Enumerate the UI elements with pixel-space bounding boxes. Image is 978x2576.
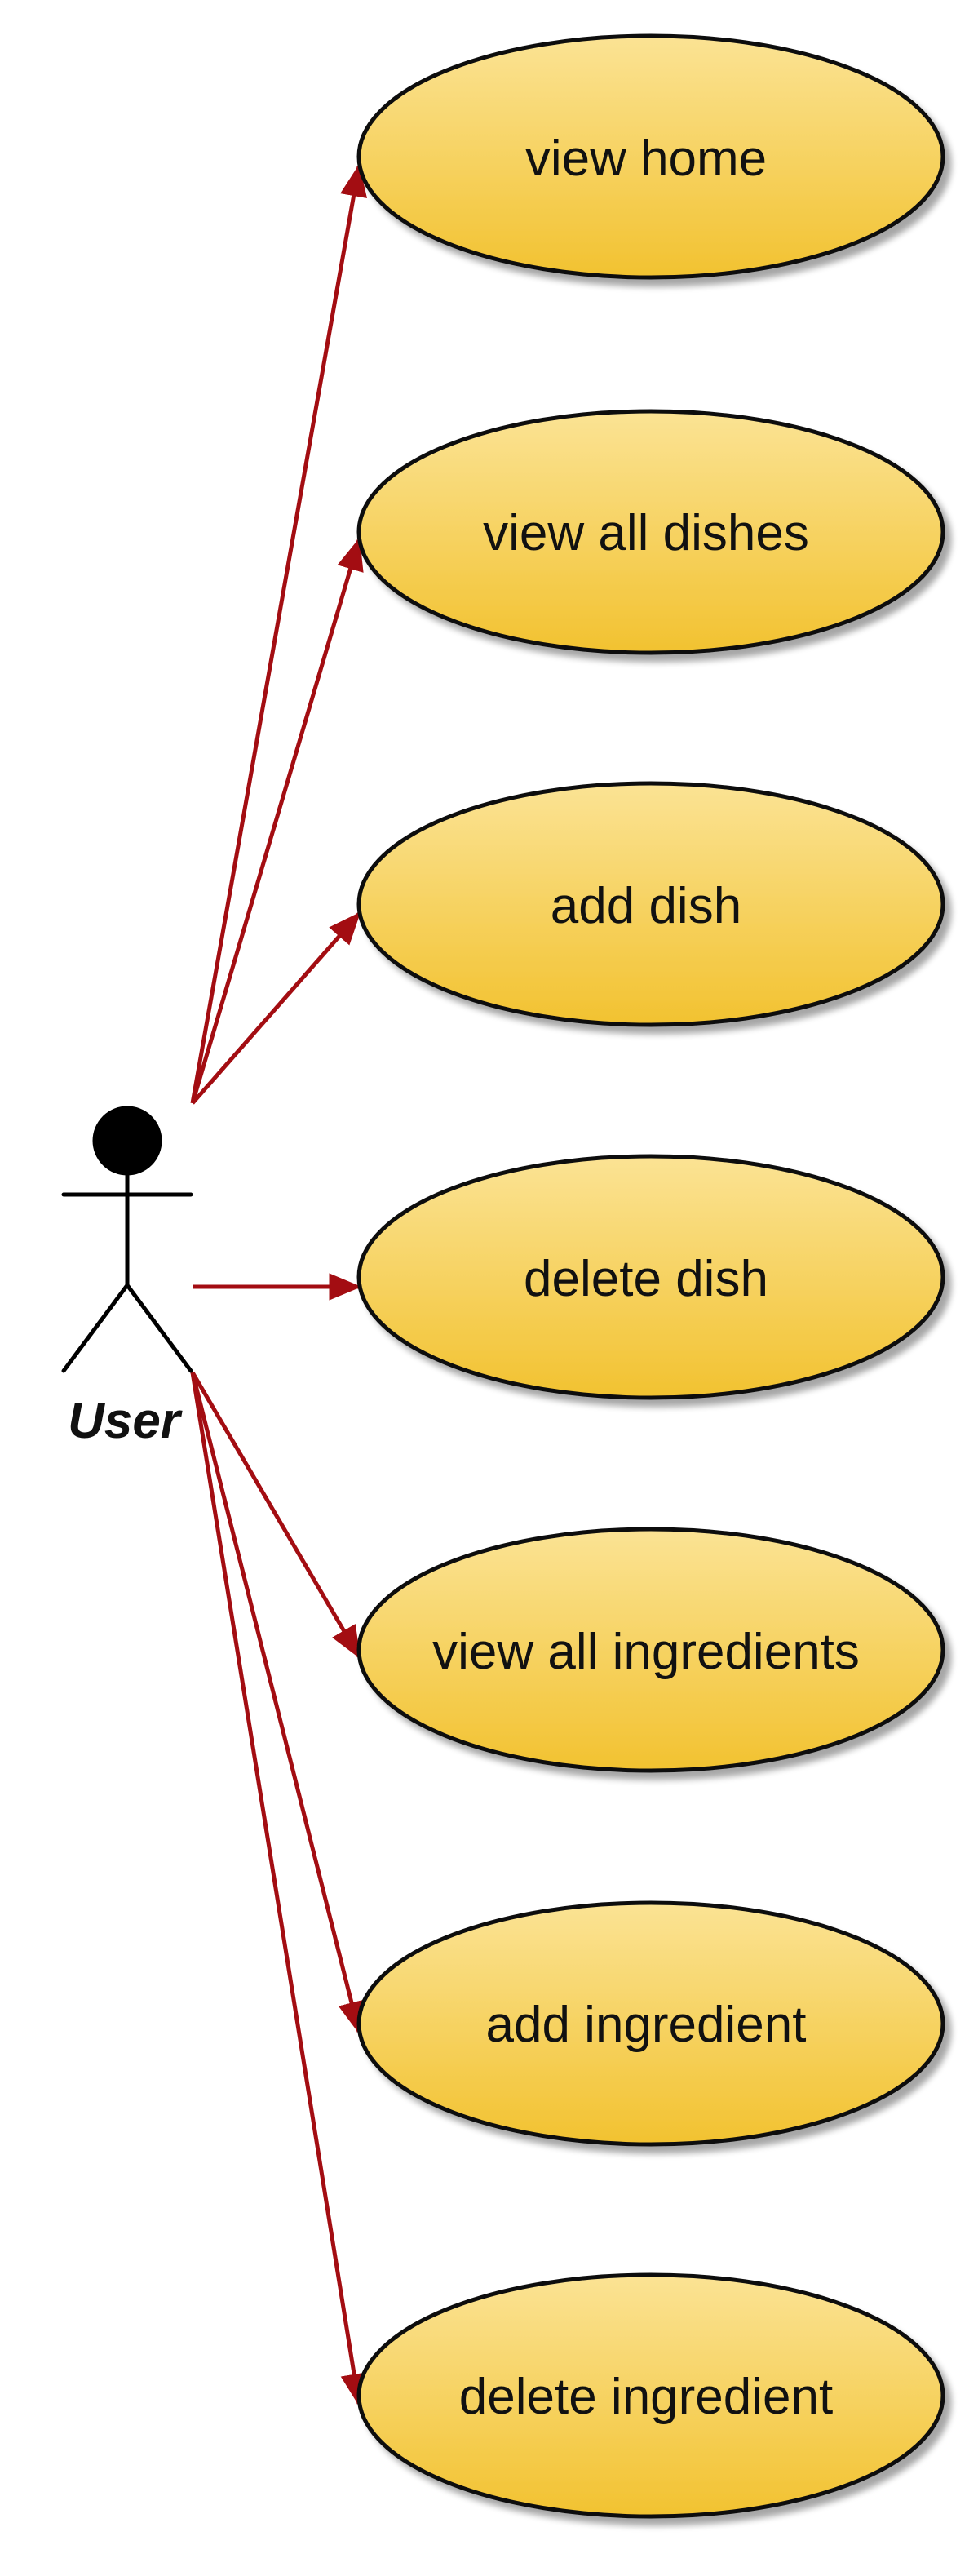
association-view-home: [190, 163, 367, 1104]
use-case-ellipse: [356, 409, 945, 655]
use-case-delete-dish: delete dish: [356, 1154, 945, 1400]
use-case-label: delete dish: [524, 1251, 768, 1307]
use-case-view-all-dishes: view all dishes: [356, 409, 945, 655]
use-case-ellipse: [356, 33, 945, 280]
use-case-add-dish: add dish: [356, 781, 945, 1027]
use-case-ellipse: [356, 781, 945, 1027]
use-case-view-home: view home: [356, 33, 945, 280]
use-case-label: delete ingredient: [459, 2369, 833, 2425]
use-case-label: add dish: [551, 878, 741, 934]
stick-figure-icon: [61, 1106, 193, 1373]
use-case-view-all-ingredients: view all ingredients: [356, 1527, 945, 1773]
use-case-ellipse: [356, 1900, 945, 2147]
use-case-ellipse: [356, 1527, 945, 1773]
actor-user: User: [61, 1106, 193, 1449]
use-case-label: view all dishes: [483, 505, 809, 561]
associations: [190, 163, 368, 2407]
use-case-ellipse: [356, 2272, 945, 2519]
use-case-label: add ingredient: [486, 1997, 807, 2053]
actor-label: User: [68, 1393, 183, 1449]
use-case-label: view home: [525, 131, 767, 187]
use-case-label: view all ingredients: [432, 1624, 860, 1680]
association-add-ingredient: [190, 1372, 365, 2035]
association-view-all-ingredients: [190, 1371, 361, 1659]
use-case-delete-ingredient: delete ingredient: [356, 2272, 945, 2519]
use-case-add-ingredient: add ingredient: [356, 1900, 945, 2147]
association-delete-ingredient: [190, 1372, 368, 2407]
association-view-all-dishes: [190, 537, 364, 1104]
association-add-dish: [191, 911, 361, 1105]
use-case-ellipse: [356, 1154, 945, 1400]
